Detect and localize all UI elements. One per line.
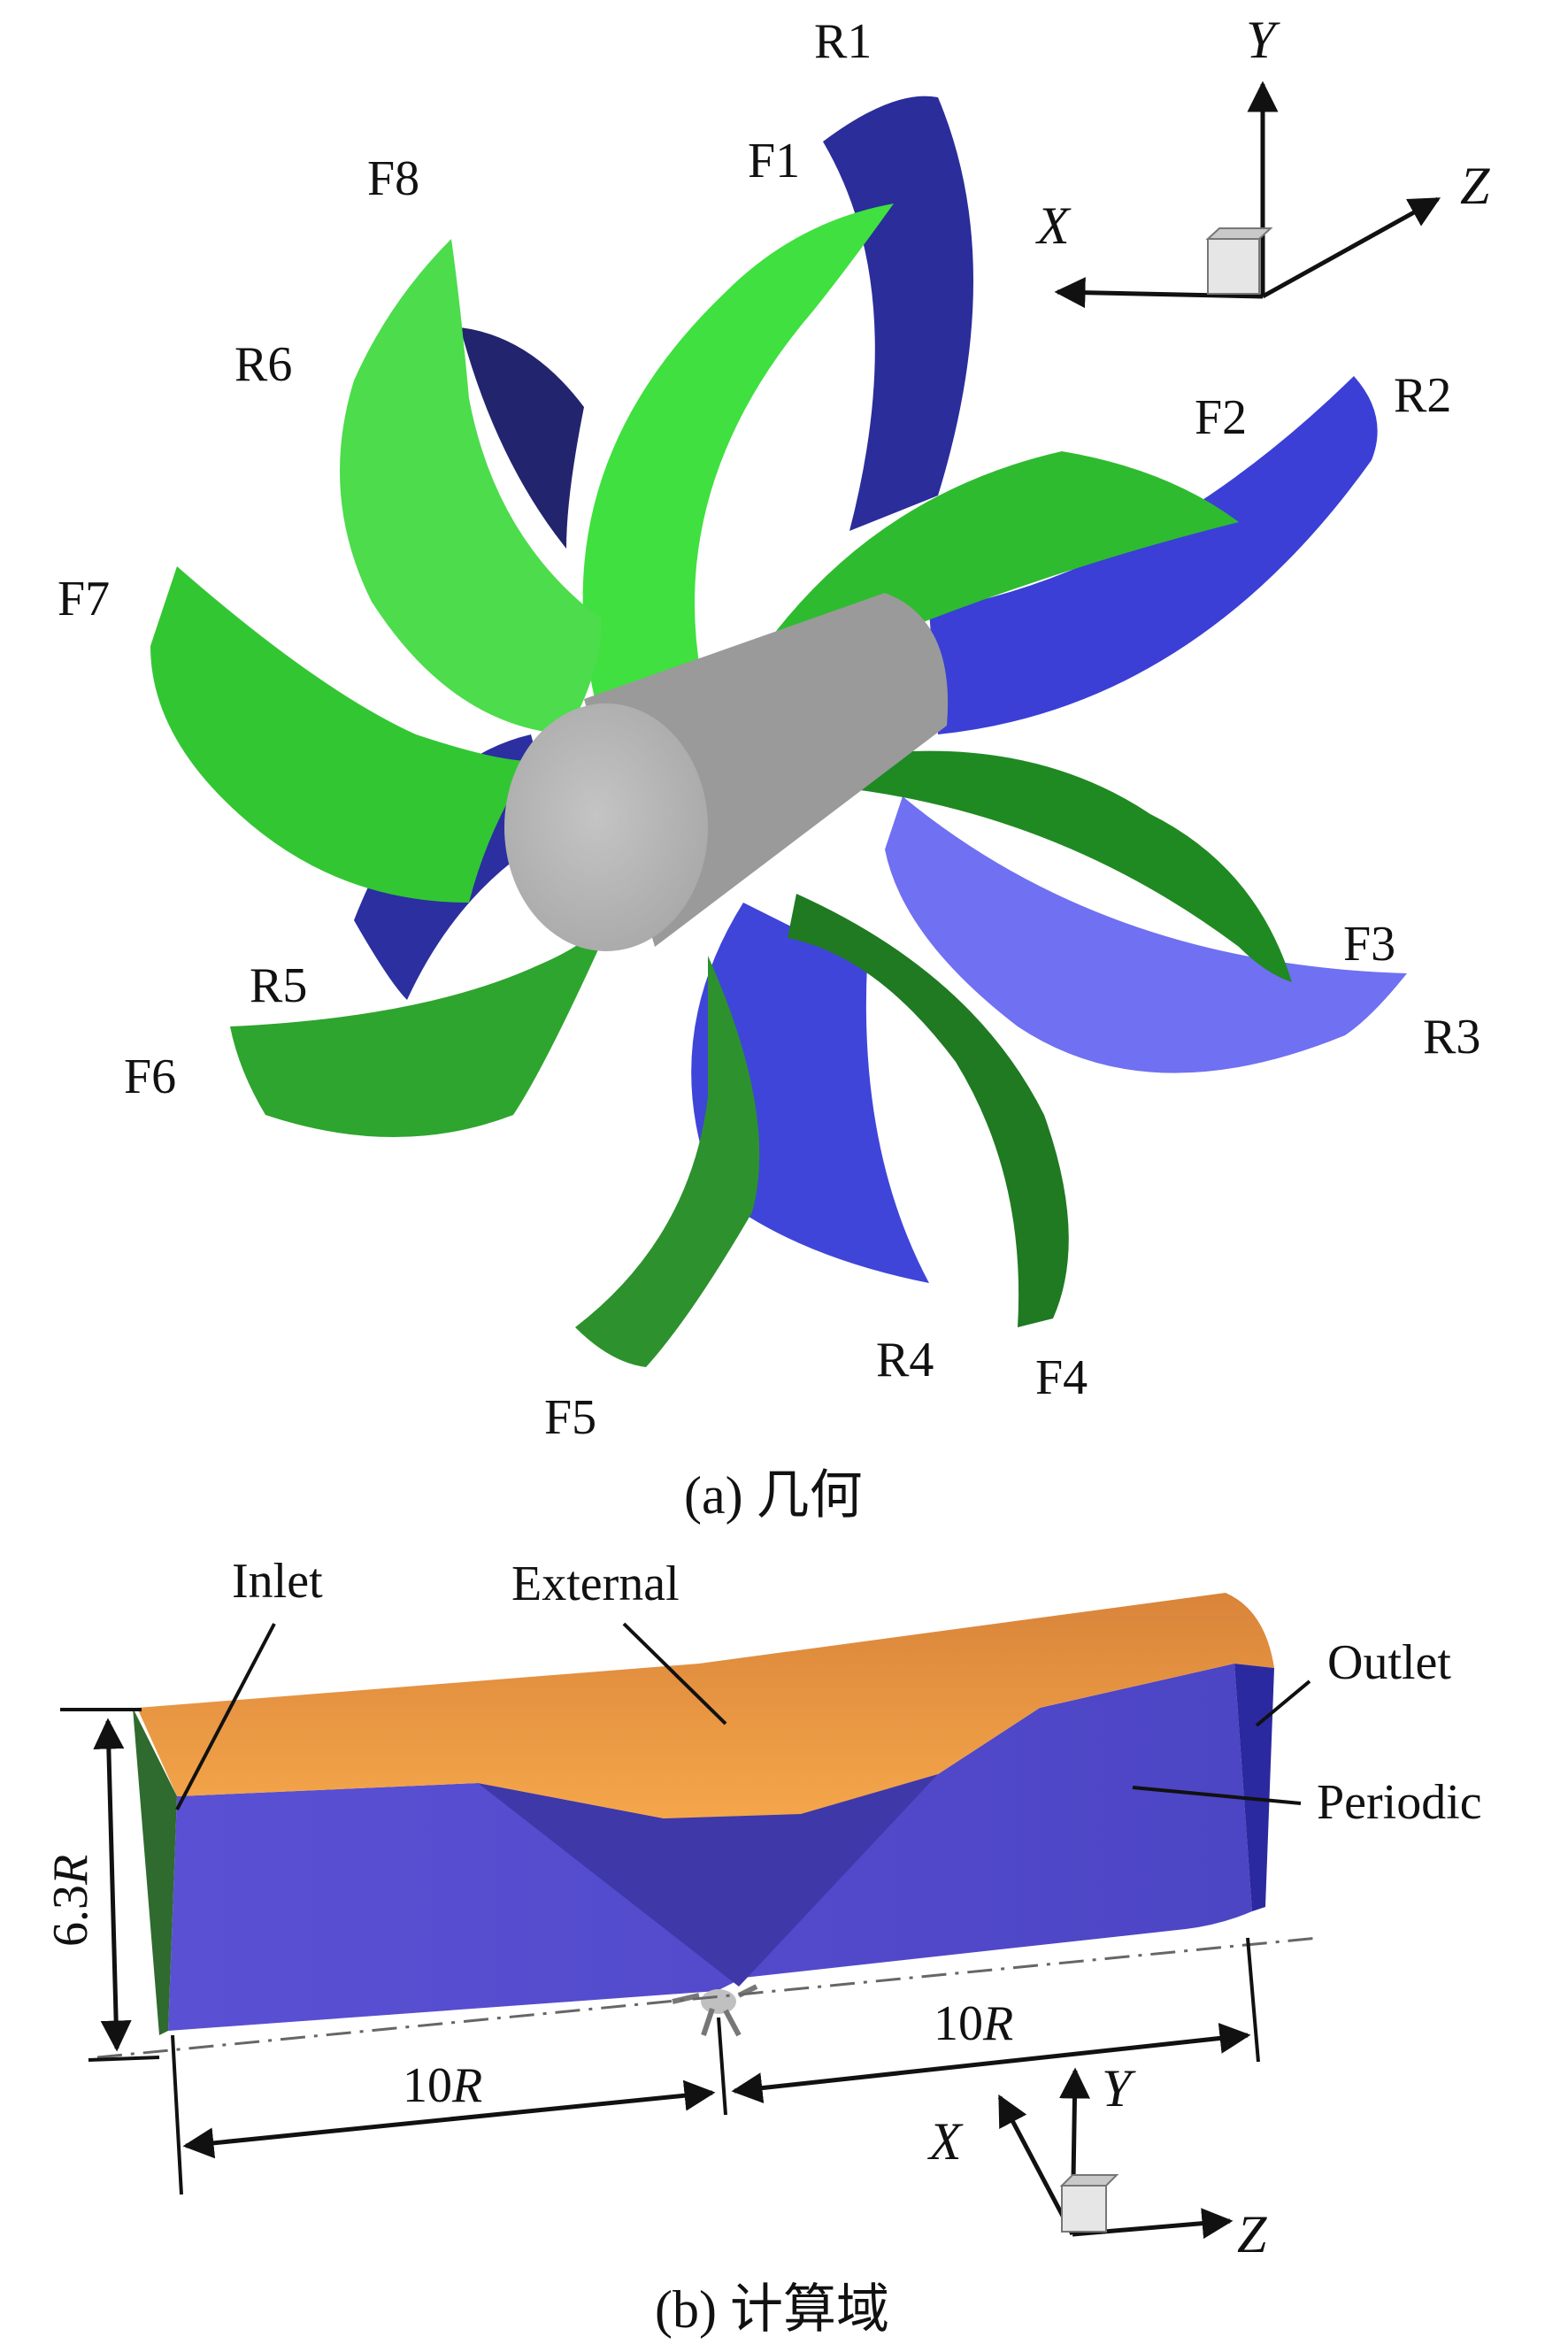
label-r5: R5 [250,958,307,1013]
front-blade-f1 [582,204,894,726]
label-r6: R6 [234,337,292,392]
leader-external [622,1622,727,1726]
label-f5: F5 [544,1390,596,1445]
axes-cube [1207,238,1260,295]
front-blade-f5 [575,956,760,1367]
dim-left-ext [171,2034,183,2195]
label-r2: R2 [1394,368,1451,423]
label-f7: F7 [58,572,110,626]
inlet-face [133,1708,177,2035]
label-r3: R3 [1423,1010,1480,1065]
front-blade-f2 [752,451,1239,726]
axes-cube-b-top [1059,2174,1119,2187]
x-axis-arrow-b [997,2094,1075,2236]
label-r1: R1 [814,14,872,69]
label-f4: F4 [1035,1350,1088,1405]
rear-blade-r1 [823,96,973,532]
rear-blade-r2 [929,376,1378,734]
axis-label-y-b: Y [1102,2059,1136,2118]
panel-b-domain: Inlet External Outlet Periodic 6.3R 10R … [43,1554,1482,2339]
dim-left-arrow [182,2079,716,2159]
label-f3: F3 [1343,917,1395,972]
front-blade-f8 [340,239,602,734]
dim-right-ext [1246,1937,1260,2063]
label-f8: F8 [367,151,419,206]
label-f6: F6 [124,1049,176,1104]
panel-a-geometry: R1 F1 F8 R6 F2 R2 F7 F3 R3 R5 F6 R4 F4 F… [58,11,1490,1525]
label-outlet: Outlet [1327,1635,1451,1690]
leader-outlet [1255,1679,1311,1727]
x-axis-arrow [1054,277,1264,309]
mini-blades [672,1984,758,2037]
axis-label-z-b: Z [1237,2205,1267,2264]
caption-b: (b) 计算域 [655,2280,889,2339]
hub [504,593,949,951]
rear-blade-r3 [885,796,1407,1073]
front-blade-f6 [230,903,619,1137]
leader-inlet [175,1623,276,1810]
rear-blade-r6 [460,327,584,549]
z-axis-arrow [1261,196,1441,299]
label-inlet: Inlet [232,1554,323,1609]
dim-height-arrow [93,1718,132,2052]
dim-right-arrow [731,2023,1251,2103]
label-external: External [511,1556,680,1611]
leader-periodic [1132,1786,1302,1805]
axes-triad-b: Y X Z [927,2059,1267,2264]
mini-hub [701,1989,736,2014]
caption-a: (a) 几何 [684,1466,863,1525]
axis-centerline [96,1936,1319,2059]
axes-cube-b [1061,2185,1107,2233]
axis-label-y: Y [1246,11,1280,69]
dim-left-label: 10R [403,2058,482,2113]
axis-label-x-b: X [927,2112,964,2171]
label-f1: F1 [748,134,800,188]
axis-label-x: X [1035,196,1072,255]
label-f2: F2 [1195,390,1247,445]
axes-triad-a: Y X Z [1035,11,1490,309]
dim-height-bot-ext [88,2056,160,2062]
hub-face [504,703,708,951]
dim-height-label: 6.3R [43,1855,98,1947]
dim-right-label: 10R [934,1996,1013,2051]
front-blade-f4 [788,894,1069,1327]
dim-mid-ext [717,2017,727,2116]
label-periodic: Periodic [1317,1775,1482,1830]
periodic-wedge [478,1774,938,1987]
axes-cube-top [1205,227,1273,240]
label-r4: R4 [876,1333,934,1387]
axis-label-z: Z [1460,157,1490,215]
front-blade-f7 [150,566,531,903]
front-blades [150,204,1292,1367]
outlet-face [1234,1664,1274,1911]
